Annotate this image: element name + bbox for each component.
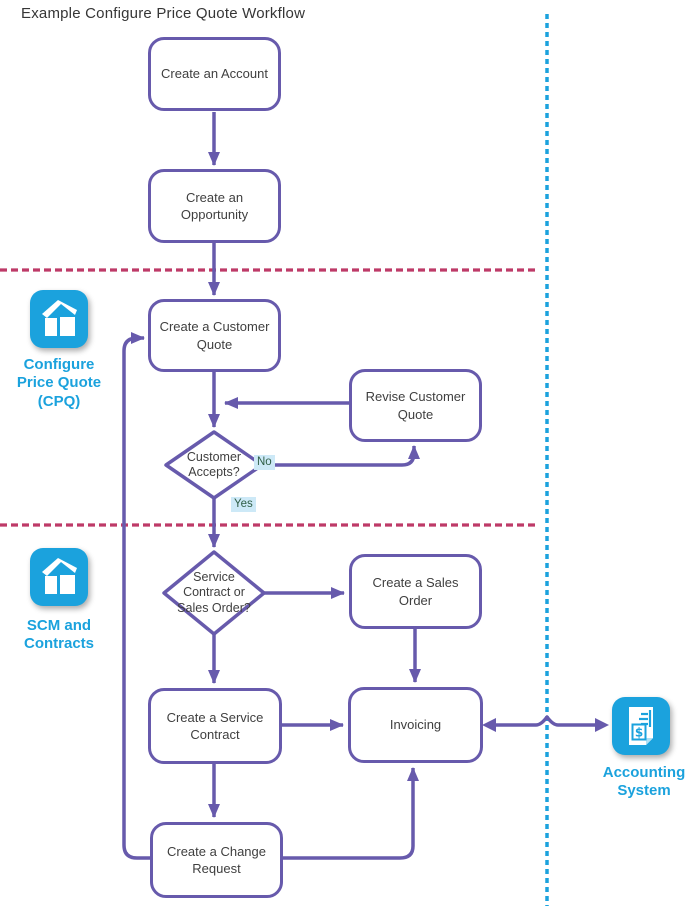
node-create-service-contract: Create a Service Contract: [148, 688, 282, 764]
scm-lane-label: SCM and Contracts: [23, 617, 94, 653]
edge-changerequest-to-invoicing: [283, 767, 419, 860]
node-create-change-request: Create a Change Request: [150, 822, 283, 898]
edge-changerequest-to-quote-loop: [122, 332, 150, 860]
invoice-icon: $: [629, 707, 653, 745]
svg-text:$: $: [635, 726, 643, 740]
decision-customer-accepts-label: Customer Accepts?: [186, 449, 242, 479]
arrowhead-to-accounting: [595, 718, 609, 732]
cpq-lane-icon: [30, 290, 88, 348]
accounting-system-label: Accounting System: [602, 764, 686, 800]
diagram-title: Example Configure Price Quote Workflow: [21, 5, 306, 22]
decision-service-or-sales-label: Service Contract or Sales Order?: [177, 570, 251, 615]
node-create-sales-order: Create a Sales Order: [349, 554, 482, 629]
decision-customer-accepts-shape: [164, 430, 264, 500]
node-revise-customer-quote: Revise Customer Quote: [349, 369, 482, 442]
decision-service-or-sales-shape: [162, 550, 266, 636]
arrowhead-to-invoicing: [482, 718, 496, 732]
edge-invoicing-accounting: [494, 715, 597, 727]
open-box-icon: [42, 300, 77, 336]
cpq-lane-label: Configure Price Quote (CPQ): [16, 356, 102, 410]
node-invoicing: Invoicing: [348, 687, 483, 763]
node-create-opportunity: Create an Opportunity: [148, 169, 281, 243]
branch-label-yes: Yes: [231, 497, 256, 513]
edge-no-to-revise: [262, 445, 420, 467]
branch-label-no: No: [254, 455, 275, 471]
node-create-account: Create an Account: [148, 37, 281, 111]
open-box-icon: [42, 558, 77, 594]
accounting-system-icon: $: [612, 697, 670, 755]
scm-lane-icon: [30, 548, 88, 606]
node-create-customer-quote: Create a Customer Quote: [148, 299, 281, 372]
